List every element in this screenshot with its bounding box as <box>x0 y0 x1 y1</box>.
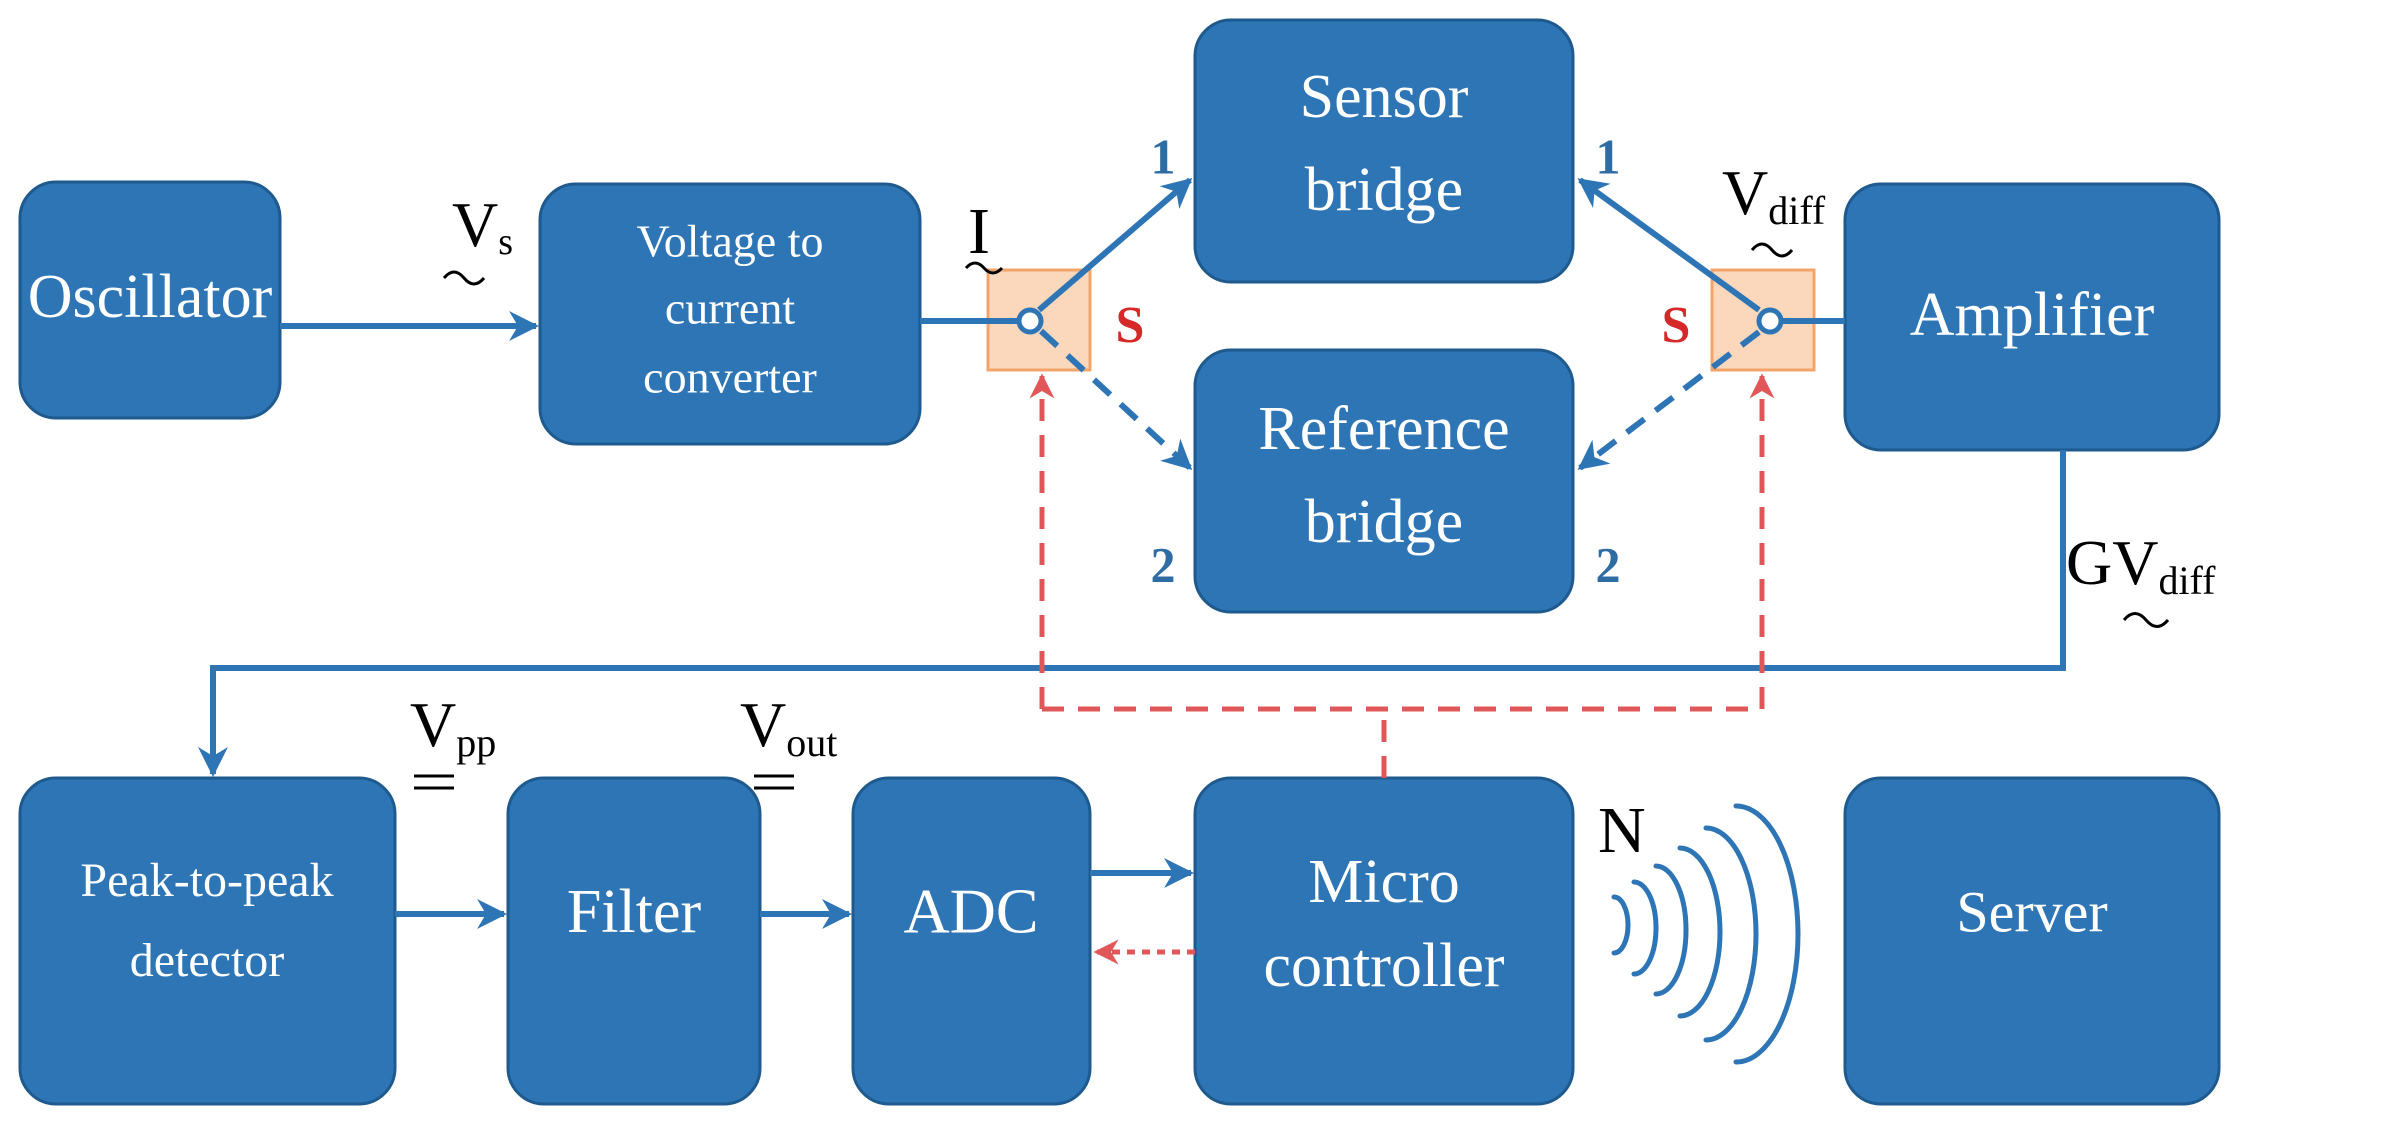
svg-text:Vout: Vout <box>740 689 837 765</box>
voltage-to-current-converter-block: Voltage to current converter <box>538 182 922 446</box>
adc-label: ADC <box>903 876 1038 947</box>
microcontroller-block: Micro controller <box>1193 776 1575 1106</box>
current-signal-label: I <box>964 195 1004 275</box>
adc-block: ADC <box>851 776 1092 1106</box>
reference-label-line1: Reference <box>1258 395 1509 463</box>
filter-block: Filter <box>506 776 762 1106</box>
wireless-signal-icon <box>1611 803 1801 1065</box>
v2i-label-line1: Voltage to <box>637 216 824 267</box>
micro-label-line1: Micro <box>1308 848 1460 916</box>
switch-right-to-sensor-arrow <box>1577 177 1761 313</box>
switch-left-to-sensor-arrow <box>1037 177 1193 313</box>
p2p-label-line2: detector <box>130 934 285 987</box>
sensor-label-line1: Sensor <box>1300 63 1469 131</box>
port-right-sensor: 1 <box>1596 128 1621 184</box>
filter-label: Filter <box>567 878 702 946</box>
svg-text:GVdiff: GVdiff <box>2066 527 2216 603</box>
oscillator-block: Oscillator <box>18 180 282 420</box>
svg-text:Vs: Vs <box>452 189 513 263</box>
micro-label-line2: controller <box>1263 932 1504 1000</box>
port-left-sensor: 1 <box>1151 128 1176 184</box>
sensor-label-line2: bridge <box>1305 156 1463 224</box>
peak-to-peak-detector-block: Peak-to-peak detector <box>18 776 397 1106</box>
vdiff-signal-label: Vdiff <box>1722 157 1826 258</box>
port-right-reference: 2 <box>1596 536 1621 592</box>
server-label: Server <box>1956 879 2107 944</box>
oscillator-label: Oscillator <box>28 263 273 331</box>
n-label: N <box>1598 794 1646 867</box>
p2p-label-line1: Peak-to-peak <box>80 854 333 907</box>
gvdiff-signal-label: GVdiff <box>2066 527 2216 628</box>
amplifier-label: Amplifier <box>1910 281 2155 349</box>
reference-label-line2: bridge <box>1305 488 1463 556</box>
server-block: Server <box>1843 776 2221 1106</box>
v2i-label-line3: converter <box>643 352 817 403</box>
reference-bridge-block: Reference bridge <box>1193 348 1575 614</box>
amplifier-to-peak-detector-arrow <box>198 450 2066 777</box>
svg-text:Vdiff: Vdiff <box>1722 157 1826 233</box>
amplifier-block: Amplifier <box>1843 182 2221 452</box>
vout-signal-label: Vout <box>740 689 837 790</box>
v2i-label-line2: current <box>665 283 795 334</box>
vpp-signal-label: Vpp <box>410 689 496 790</box>
switch-left-label: S <box>1116 297 1145 354</box>
vs-signal-label: Vs <box>442 189 513 286</box>
svg-text:I: I <box>968 195 990 268</box>
switch-right-to-reference-arrow <box>1577 329 1761 471</box>
svg-text:Vpp: Vpp <box>410 689 496 765</box>
sensor-bridge-block: Sensor bridge <box>1193 18 1575 284</box>
switch-right-label: S <box>1662 297 1691 354</box>
port-left-reference: 2 <box>1151 536 1176 592</box>
